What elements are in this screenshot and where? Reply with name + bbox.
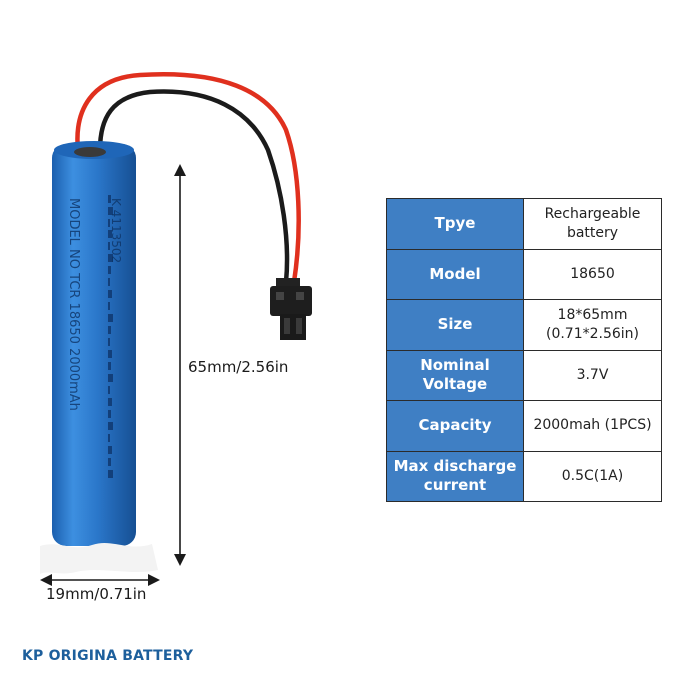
height-dimension-arrow [174,164,186,566]
spec-value: Rechargeable battery [523,198,662,250]
spec-key: Max discharge current [386,450,524,502]
spec-table: Tpye Rechargeable battery Model 18650 Si… [386,198,662,502]
spec-key: Tpye [386,198,524,250]
black-wire [97,89,290,285]
spec-value: 18650 [523,248,662,300]
barcode [108,195,113,478]
spec-row-size: Size 18*65mm (0.71*2.56in) [386,299,662,351]
spec-row-type: Tpye Rechargeable battery [386,198,662,250]
brand-name: KP ORIGINA BATTERY [22,648,194,664]
connector-plug [270,278,312,340]
battery-cell: K 4113502 MODEL NO TCR 18650 2000mAh [40,141,158,574]
red-wire [75,72,301,285]
spec-value: 0.5C(1A) [523,450,662,502]
spec-key: Nominal Voltage [386,349,524,401]
spec-value: 18*65mm (0.71*2.56in) [523,299,662,351]
spec-row-capacity: Capacity 2000mah (1PCS) [386,400,662,452]
spec-row-voltage: Nominal Voltage 3.7V [386,349,662,401]
battery-label-line-1: K 4113502 [109,198,123,263]
spec-key: Model [386,248,524,300]
spec-value: 2000mah (1PCS) [523,400,662,452]
battery-label-line-2: MODEL NO TCR 18650 2000mAh [66,198,81,411]
spec-row-discharge: Max discharge current 0.5C(1A) [386,450,662,502]
spec-row-model: Model 18650 [386,248,662,300]
spec-value: 3.7V [523,349,662,401]
spec-key: Capacity [386,400,524,452]
width-label: 19mm/0.71in [46,585,147,603]
spec-key: Size [386,299,524,351]
height-label: 65mm/2.56in [188,358,289,376]
width-dimension-arrow [40,574,160,586]
